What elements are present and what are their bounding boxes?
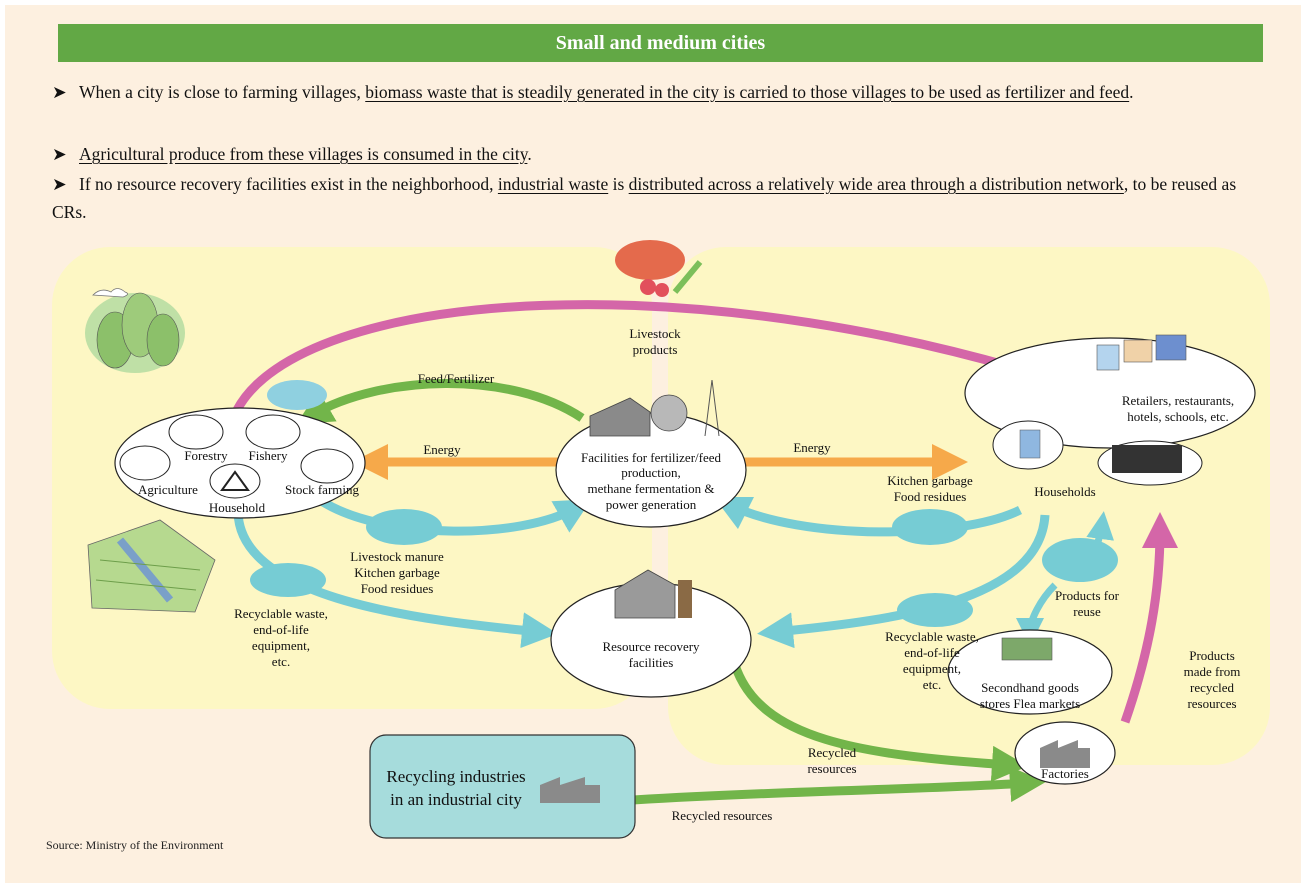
kitchen-garbage-arrow xyxy=(713,496,1023,537)
facility-label-3: methane fermentation & xyxy=(587,481,714,496)
facility-label-2: production, xyxy=(621,465,681,480)
recycling-industries-box xyxy=(369,734,636,839)
bullet-3-underlined-2: distributed across a relatively wide are… xyxy=(628,174,1124,194)
store-icon xyxy=(1001,637,1053,661)
retailers-ellipse xyxy=(964,337,1256,449)
forestry-icon xyxy=(168,414,224,450)
manure-arrow xyxy=(317,496,592,536)
stock-farming-label: Stock farming xyxy=(285,482,360,497)
bullet-1-end: . xyxy=(1129,82,1134,102)
bullet-arrow-icon: ➤ xyxy=(52,144,67,164)
bullet-3-mid: is xyxy=(608,174,629,194)
products-reuse-label-1: Products for xyxy=(1055,588,1120,603)
seaside-icon xyxy=(267,380,327,410)
household-label: Household xyxy=(209,500,266,515)
recycling-industries-label-1: Recycling industries xyxy=(386,767,525,786)
food-waste-blob-right xyxy=(892,509,968,545)
recovery-plant-icon xyxy=(614,569,692,619)
food-waste-blob-left xyxy=(366,509,442,545)
reuse-to-stores-arrow xyxy=(1016,582,1058,646)
kitchen-garbage-label-2: Food residues xyxy=(894,489,967,504)
produce-icon xyxy=(615,240,703,297)
agriculture-icon xyxy=(119,445,171,481)
recyclable-left-label-1: Recyclable waste, xyxy=(234,606,328,621)
energy-left-label: Energy xyxy=(423,442,461,457)
bullet-2: ➤ Agricultural produce from these village… xyxy=(52,140,1267,168)
bullet-1-text: When a city is close to farming villages… xyxy=(79,82,366,102)
recyclable-left-label-3: equipment, xyxy=(252,638,310,653)
livestock-products-label-2: products xyxy=(633,342,678,357)
industry-factory-icon xyxy=(540,777,600,803)
rice-field-icon xyxy=(87,519,216,613)
bullet-3-text: If no resource recovery facilities exist… xyxy=(79,174,498,194)
factory-icon xyxy=(1040,740,1090,768)
source-note: Source: Ministry of the Environment xyxy=(46,838,224,852)
bullet-arrow-icon: ➤ xyxy=(52,174,67,194)
reuse-blob xyxy=(1042,538,1118,582)
facility-label-1: Facilities for fertilizer/feed xyxy=(581,450,722,465)
bullet-1: ➤ When a city is close to farming village… xyxy=(52,78,1267,106)
recyclable-right-label-2: end-of-life xyxy=(904,645,960,660)
recycled-resources-arrow-1 xyxy=(730,663,1028,782)
bullet-2-underlined: Agricultural produce from these villages… xyxy=(79,144,528,164)
fishery-icon xyxy=(245,414,301,450)
products-recycled-label-1: Products xyxy=(1189,648,1235,663)
town-buildings-icon xyxy=(1096,334,1187,371)
bullet-1-underlined: biomass waste that is steadily generated… xyxy=(365,82,1130,102)
stock-farming-icon xyxy=(300,448,354,484)
products-recycled-label-4: resources xyxy=(1187,696,1236,711)
livestock-products-arrow xyxy=(233,300,1127,413)
products-recycled-arrow xyxy=(1120,512,1178,724)
bullet-3-underlined-1: industrial waste xyxy=(497,174,609,194)
recycled-resources-label-2: Recycled resources xyxy=(672,808,773,823)
secondhand-ellipse xyxy=(947,629,1113,715)
recyclable-blob-right xyxy=(897,593,973,627)
manure-label-1: Livestock manure xyxy=(350,549,444,564)
household-icon xyxy=(209,463,261,499)
households-label: Households xyxy=(1034,484,1095,499)
manure-label-2: Kitchen garbage xyxy=(354,565,440,580)
forest-mountain-icon xyxy=(85,288,185,373)
factories-label: Factories xyxy=(1041,766,1089,781)
recycled-resources-arrow-2 xyxy=(631,766,1046,805)
retailers-label-2: hotels, schools, etc. xyxy=(1127,409,1228,424)
bullet-arrow-icon: ➤ xyxy=(52,82,67,102)
recyclable-left-label-4: etc. xyxy=(272,654,290,669)
recyclable-right-label-1: Recyclable waste, xyxy=(885,629,979,644)
recycled-resources-label-1b: resources xyxy=(807,761,856,776)
page-title: Small and medium cities xyxy=(58,24,1263,62)
products-recycled-label-3: recycled xyxy=(1190,680,1235,695)
resource-recovery-label-1: Resource recovery xyxy=(602,639,700,654)
energy-right-label: Energy xyxy=(793,440,831,455)
secondhand-label-1: Secondhand goods xyxy=(981,680,1079,695)
livestock-products-label: Livestock xyxy=(629,326,681,341)
manure-label-3: Food residues xyxy=(361,581,434,596)
agriculture-label: Agriculture xyxy=(138,482,198,497)
retailers-label-1: Retailers, restaurants, xyxy=(1122,393,1234,408)
forestry-label: Forestry xyxy=(184,448,228,463)
recyclable-left-arrow xyxy=(233,511,558,649)
recycled-resources-label-1: Recycled xyxy=(808,745,857,760)
bullet-3-end: , to be reused as CRs. xyxy=(52,174,1237,222)
resource-recovery-label-2: facilities xyxy=(629,655,674,670)
feed-fertilizer-arrow xyxy=(296,379,585,425)
feed-fertilizer-label: Feed/Fertilizer xyxy=(418,371,495,386)
recyclable-right-label-3: equipment, xyxy=(903,661,961,676)
bullet-3: ➤ If no resource recovery facilities exis… xyxy=(52,170,1267,226)
bullet-2-end: . xyxy=(527,144,532,164)
facility-building-icon xyxy=(589,379,720,437)
secondhand-label-2: stores Flea markets xyxy=(980,696,1080,711)
fishery-label: Fishery xyxy=(249,448,289,463)
recycling-industries-label-2: in an industrial city xyxy=(390,790,522,809)
kitchen-garbage-label-1: Kitchen garbage xyxy=(887,473,973,488)
products-recycled-label-2: made from xyxy=(1184,664,1241,679)
facility-label-4: power generation xyxy=(606,497,697,512)
recyclable-blob-left xyxy=(250,563,326,597)
recyclable-left-label-2: end-of-life xyxy=(253,622,309,637)
products-reuse-label-2: reuse xyxy=(1073,604,1101,619)
recyclable-right-label-4: etc. xyxy=(923,677,941,692)
